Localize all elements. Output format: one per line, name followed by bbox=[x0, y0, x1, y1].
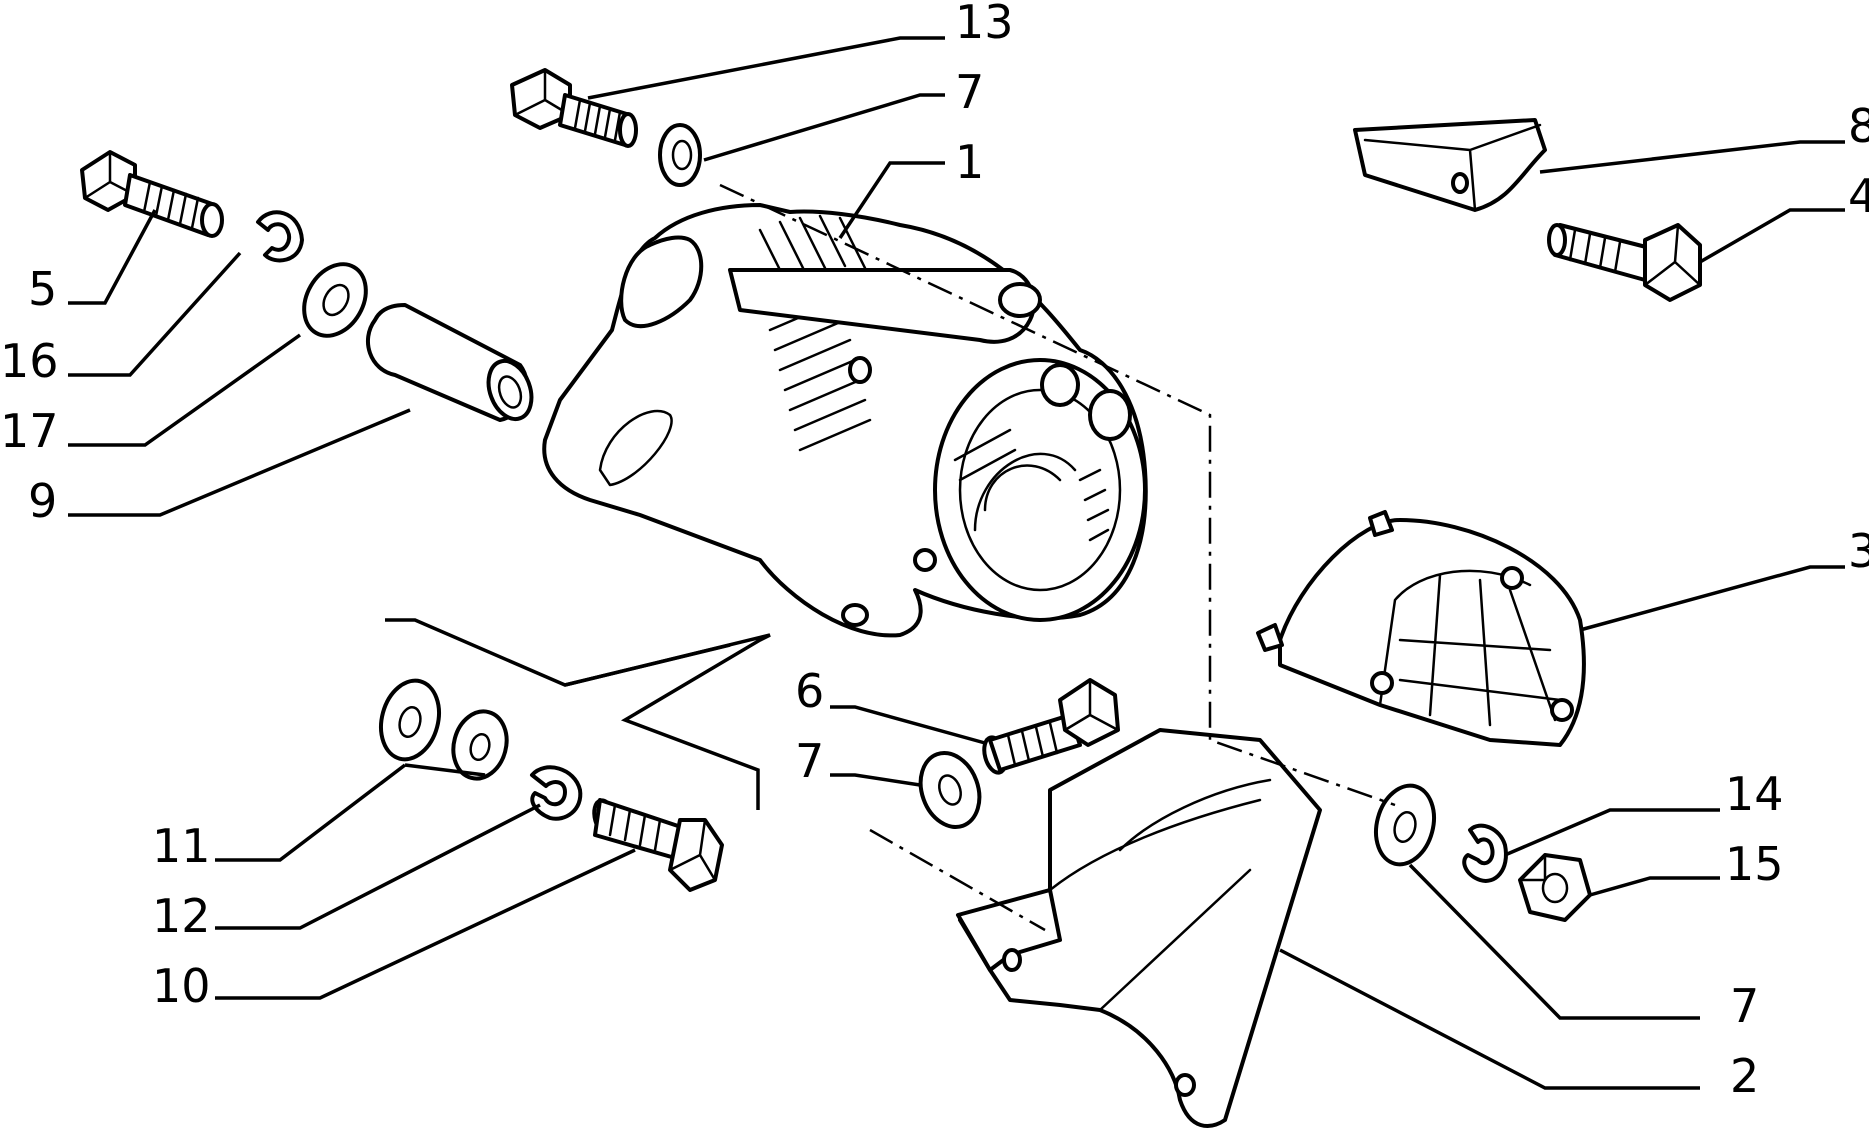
callout-7-top: 7 bbox=[955, 65, 984, 119]
washer-7-middle bbox=[918, 751, 982, 829]
assembly-line-b bbox=[564, 643, 731, 687]
washers-11 bbox=[379, 678, 509, 781]
axis-line-lower bbox=[869, 828, 1046, 932]
assembly-line-a bbox=[385, 618, 771, 810]
bolt-5 bbox=[80, 150, 224, 238]
spring-washer-16 bbox=[256, 210, 304, 263]
bolt-4 bbox=[1547, 223, 1702, 302]
nut-15 bbox=[1518, 853, 1592, 922]
callout-13: 13 bbox=[955, 0, 1014, 49]
callout-12: 12 bbox=[152, 889, 211, 943]
callout-15: 15 bbox=[1725, 837, 1784, 891]
callout-7-middle: 7 bbox=[795, 734, 824, 788]
leader-lines bbox=[68, 36, 1845, 1090]
callout-3: 3 bbox=[1848, 524, 1869, 578]
callout-5: 5 bbox=[28, 262, 57, 316]
washer-17 bbox=[302, 262, 368, 338]
callout-10: 10 bbox=[152, 959, 211, 1013]
callout-1: 1 bbox=[955, 135, 984, 189]
clamp-8 bbox=[1353, 118, 1547, 212]
spacer-tube-9 bbox=[365, 303, 534, 422]
bolt-6 bbox=[982, 678, 1120, 775]
callout-4: 4 bbox=[1848, 169, 1869, 223]
bolt-13 bbox=[510, 68, 638, 148]
callout-14: 14 bbox=[1725, 767, 1784, 821]
washer-7-top bbox=[658, 123, 702, 187]
callout-9: 9 bbox=[28, 474, 57, 528]
callout-11: 11 bbox=[152, 819, 211, 873]
callout-16: 16 bbox=[0, 334, 59, 388]
callout-8: 8 bbox=[1848, 99, 1869, 153]
alternator-part bbox=[542, 203, 1148, 638]
callout-7-right: 7 bbox=[1730, 979, 1759, 1033]
spring-washer-14 bbox=[1462, 823, 1508, 883]
cover-3 bbox=[1256, 510, 1586, 747]
washer-7-right bbox=[1374, 783, 1436, 867]
spring-washer-12 bbox=[530, 765, 583, 821]
bracket-2 bbox=[956, 728, 1322, 1128]
bolt-10 bbox=[592, 798, 724, 892]
callout-6: 6 bbox=[795, 664, 824, 718]
axis-line-upper bbox=[719, 183, 1396, 807]
callout-17: 17 bbox=[0, 404, 59, 458]
callout-2: 2 bbox=[1730, 1049, 1759, 1103]
